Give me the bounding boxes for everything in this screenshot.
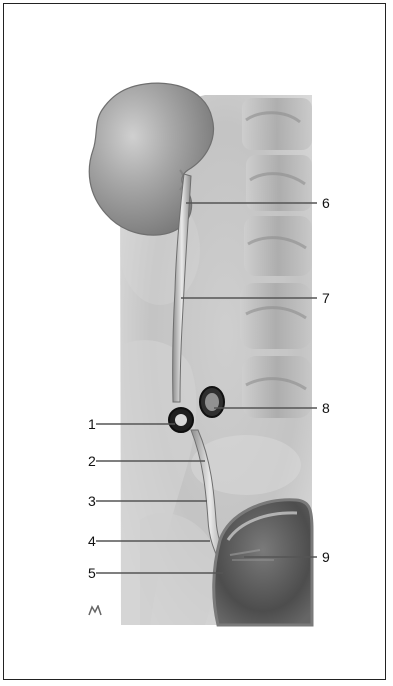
spine bbox=[240, 98, 312, 418]
label-4: 4 bbox=[88, 534, 96, 548]
label-5: 5 bbox=[88, 566, 96, 580]
label-1: 1 bbox=[88, 417, 96, 431]
label-6: 6 bbox=[322, 196, 330, 210]
label-7: 7 bbox=[322, 291, 330, 305]
small-logo-icon bbox=[88, 605, 102, 617]
label-9: 9 bbox=[322, 550, 330, 564]
label-8: 8 bbox=[322, 401, 330, 415]
label-3: 3 bbox=[88, 494, 96, 508]
label-2: 2 bbox=[88, 454, 96, 468]
